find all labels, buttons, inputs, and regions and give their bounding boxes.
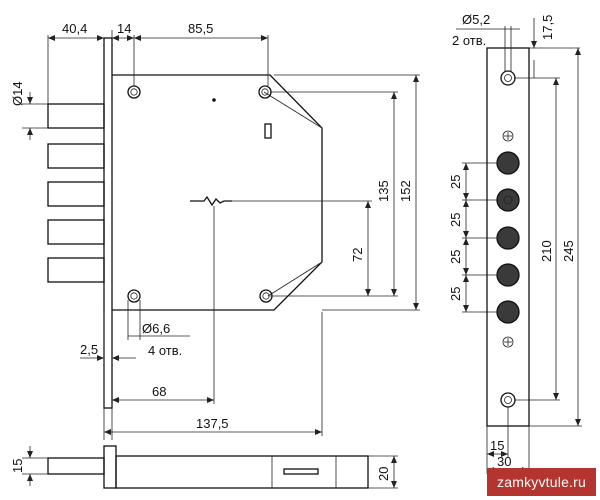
screw-hole-bottom [500,392,516,408]
dim-screw-diameter: Ø5,2 [462,12,490,27]
bolts [47,103,105,283]
bolt-2 [47,143,105,169]
front-dimensions: 40,4 14 85,5 Ø14 135 152 72 Ø6,6 4 отв. … [10,21,420,440]
dim-68: 68 [152,384,166,399]
faceplate-view: Ø5,2 2 отв. 17,5 25 25 25 25 210 245 [448,12,582,474]
bolt-1 [47,103,105,129]
bolt-5 [47,257,105,283]
dim-152: 152 [398,180,413,202]
bolt-3 [47,181,105,207]
body-chamfer-top [263,91,323,129]
dim-72: 72 [350,248,365,262]
lock-body [112,74,323,311]
bolt-opening-4 [496,263,520,287]
mount-hole-tr [258,85,272,99]
screw-hole-top [500,70,516,86]
dim-20: 20 [376,467,391,481]
dim-210: 210 [539,240,554,262]
cross-marks [502,130,514,348]
bolt-opening-3 [496,226,520,250]
dim-screw-count: 2 отв. [452,33,486,48]
dim-14-top: 14 [117,21,131,36]
dim-25-4: 25 [448,287,463,301]
faceplate-side [103,445,117,489]
dim-hole-count: 4 отв. [148,343,182,358]
bottom-view: 15 20 [10,445,398,489]
faceplate [103,37,113,409]
dim-25-3: 25 [448,250,463,264]
mounting-holes [127,85,273,303]
side-slot [283,468,319,475]
dim-85-5: 85,5 [188,21,213,36]
dim-137-5: 137,5 [196,416,229,431]
mount-hole-tl [127,85,141,99]
dim-hole-diameter: Ø6,6 [142,321,170,336]
dim-2-5: 2,5 [80,342,98,357]
dim-17-5: 17,5 [540,15,555,40]
key-axis [190,195,232,207]
dim-15-bottom: 15 [490,438,504,453]
dim-15-side: 15 [10,459,25,473]
body-side [115,455,369,489]
slot [264,123,272,139]
pin-dot [212,98,216,102]
bolt-opening-1 [496,151,520,175]
bolt-opening-5 [496,300,520,324]
dim-25-1: 25 [448,175,463,189]
bolt-4 [47,219,105,245]
bolt-opening-2 [496,188,520,212]
dim-25-2: 25 [448,213,463,227]
bolt-side [47,457,105,475]
bolt-openings [496,151,520,324]
body-chamfer-bottom [267,261,323,297]
front-view [47,37,323,409]
dim-135: 135 [376,180,391,202]
dim-bolt-diameter: Ø14 [10,81,25,106]
dim-40-4: 40,4 [62,21,87,36]
dim-30: 30 [497,454,511,469]
dim-245: 245 [561,240,576,262]
mount-hole-bl [127,289,141,303]
site-watermark[interactable]: zamkyvtule.ru [487,468,596,496]
